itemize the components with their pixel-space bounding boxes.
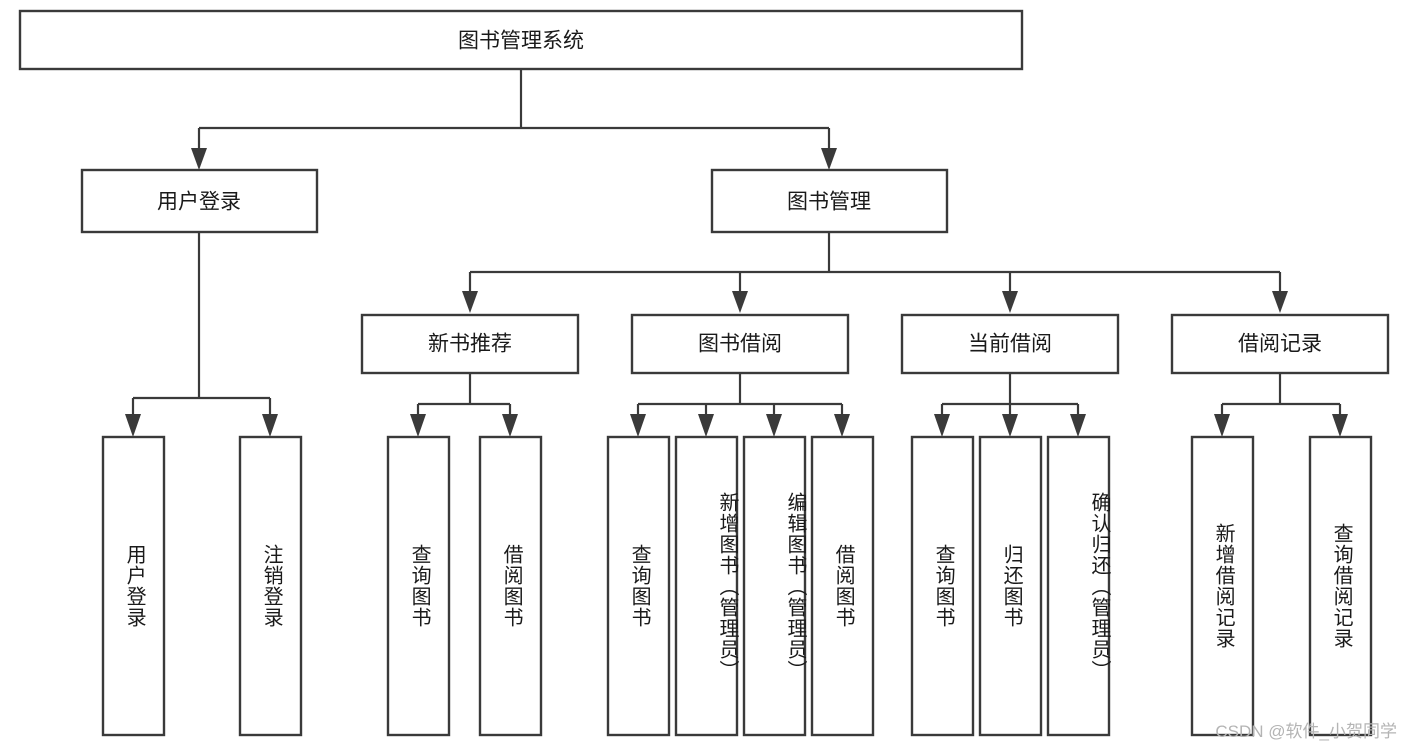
borrow-record-label: 借阅记录	[1238, 333, 1322, 356]
connector-current-borrow-to-leaves	[934, 373, 1086, 437]
connector-root-to-level2	[191, 69, 837, 170]
new-book-recommend-box[interactable]	[360, 313, 580, 375]
new-book-recommend-label: 新书推荐	[428, 333, 512, 356]
node-current-borrow[interactable]: 当前借阅	[900, 313, 1120, 375]
leaf-boxes-new-book-recommend	[386, 435, 543, 737]
arrow-head-user-login	[191, 148, 207, 170]
leaf-box[interactable]	[742, 435, 807, 737]
leaf-box[interactable]	[386, 435, 451, 737]
node-book-borrow[interactable]: 图书借阅	[630, 313, 850, 375]
leaf-box[interactable]	[1308, 435, 1373, 737]
leaf-boxes-current-borrow	[910, 435, 1111, 737]
connector-borrow-record-to-leaves	[1214, 373, 1348, 437]
arrow-head-book-manage	[821, 148, 837, 170]
leaf-box[interactable]	[1046, 435, 1111, 737]
book-manage-label: 图书管理	[787, 191, 871, 214]
connector-book-borrow-to-leaves	[630, 373, 850, 437]
node-new-book-recommend[interactable]: 新书推荐	[360, 313, 580, 375]
leaf-box[interactable]	[606, 435, 671, 737]
current-borrow-label: 当前借阅	[968, 333, 1052, 356]
leaf-boxes-borrow-record	[1190, 435, 1373, 737]
leaf-box[interactable]	[810, 435, 875, 737]
user-login-label: 用户登录	[157, 191, 241, 214]
node-user-login[interactable]: 用户登录	[80, 168, 319, 234]
connector-new-book-recommend-to-leaves	[410, 373, 518, 437]
watermark-text: CSDN @软件_小贺同学	[1215, 722, 1397, 741]
root-label: 图书管理系统	[458, 30, 584, 53]
connector-book-manage-to-level3	[462, 232, 1288, 313]
node-book-manage[interactable]: 图书管理	[710, 168, 949, 234]
leaf-box[interactable]	[674, 435, 739, 737]
book-borrow-label: 图书借阅	[698, 333, 782, 356]
root-box[interactable]	[18, 9, 1024, 71]
leaf-boxes-book-borrow	[606, 435, 875, 737]
leaf-box[interactable]	[478, 435, 543, 737]
leaf-box[interactable]	[238, 435, 303, 737]
node-root[interactable]: 图书管理系统	[18, 9, 1024, 71]
current-borrow-box[interactable]	[900, 313, 1120, 375]
leaf-box[interactable]	[978, 435, 1043, 737]
user-login-box[interactable]	[80, 168, 319, 234]
node-borrow-record[interactable]: 借阅记录	[1170, 313, 1390, 375]
leaf-boxes-user-login	[101, 435, 303, 737]
leaf-box[interactable]	[1190, 435, 1255, 737]
leaf-box[interactable]	[101, 435, 166, 737]
connector-user-login-to-leaves	[125, 232, 278, 437]
leaf-box[interactable]	[910, 435, 975, 737]
